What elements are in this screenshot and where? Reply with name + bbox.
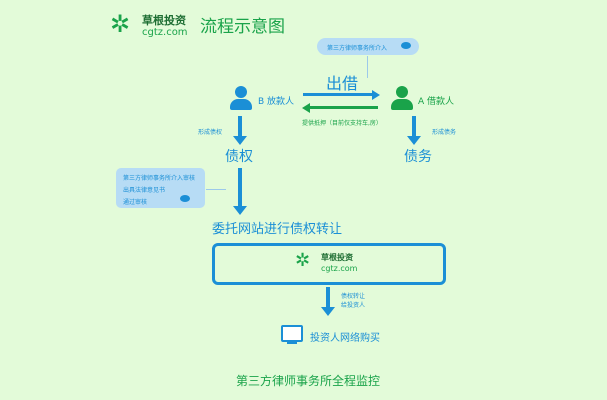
eye-icon: [180, 195, 190, 202]
claim-label: 债权: [225, 149, 253, 165]
logo: ✲ 草根投资 cgtz.com: [110, 10, 190, 40]
borrower-label: A 借款人: [418, 97, 455, 107]
arrow-right-head: [372, 90, 380, 100]
debt-label: 债务: [404, 149, 432, 165]
transfer-label: 给投资人: [341, 302, 366, 309]
platform-box: ✲ 草根投资 cgtz.com: [212, 243, 446, 285]
lender-label: B 放款人: [258, 97, 295, 107]
tree-icon: ✲: [295, 250, 311, 271]
form-claim-label: 形成债权: [198, 129, 223, 136]
logo-name: 草根投资: [142, 14, 186, 27]
logo-domain: cgtz.com: [142, 27, 188, 38]
page-title: 流程示意图: [200, 17, 285, 37]
monitor-icon: [281, 325, 303, 342]
tree-icon: ✲: [110, 10, 131, 38]
arrow-down: [407, 116, 421, 145]
lender-icon: [230, 86, 252, 110]
collateral-label: 提供抵押（目前仅支持车,房）: [302, 120, 382, 127]
arrow-down: [321, 287, 335, 316]
eye-icon: [401, 42, 411, 49]
arrow-down: [233, 168, 247, 215]
monitor-stand: [287, 342, 297, 344]
arrow-left-head: [302, 103, 310, 113]
lawyer-badge: 第三方律师事务所介入: [317, 38, 419, 55]
lend-label: 出借: [326, 74, 359, 93]
footer-label: 第三方律师事务所全程监控: [236, 374, 381, 388]
entrust-label: 委托网站进行债权转让: [212, 222, 343, 237]
borrower-icon: [391, 86, 413, 110]
transfer-label: 债权转让: [341, 293, 366, 300]
review-box: 第三方律师事务所介入审核 出具法律意见书 通过审核: [116, 168, 205, 208]
arrow-right: [303, 93, 373, 96]
arrow-down: [233, 116, 247, 145]
connector: [206, 189, 226, 190]
arrow-left: [310, 106, 378, 109]
form-debt-label: 形成债务: [432, 129, 457, 136]
buy-label: 投资人网络购买: [310, 333, 380, 344]
connector: [367, 56, 368, 78]
